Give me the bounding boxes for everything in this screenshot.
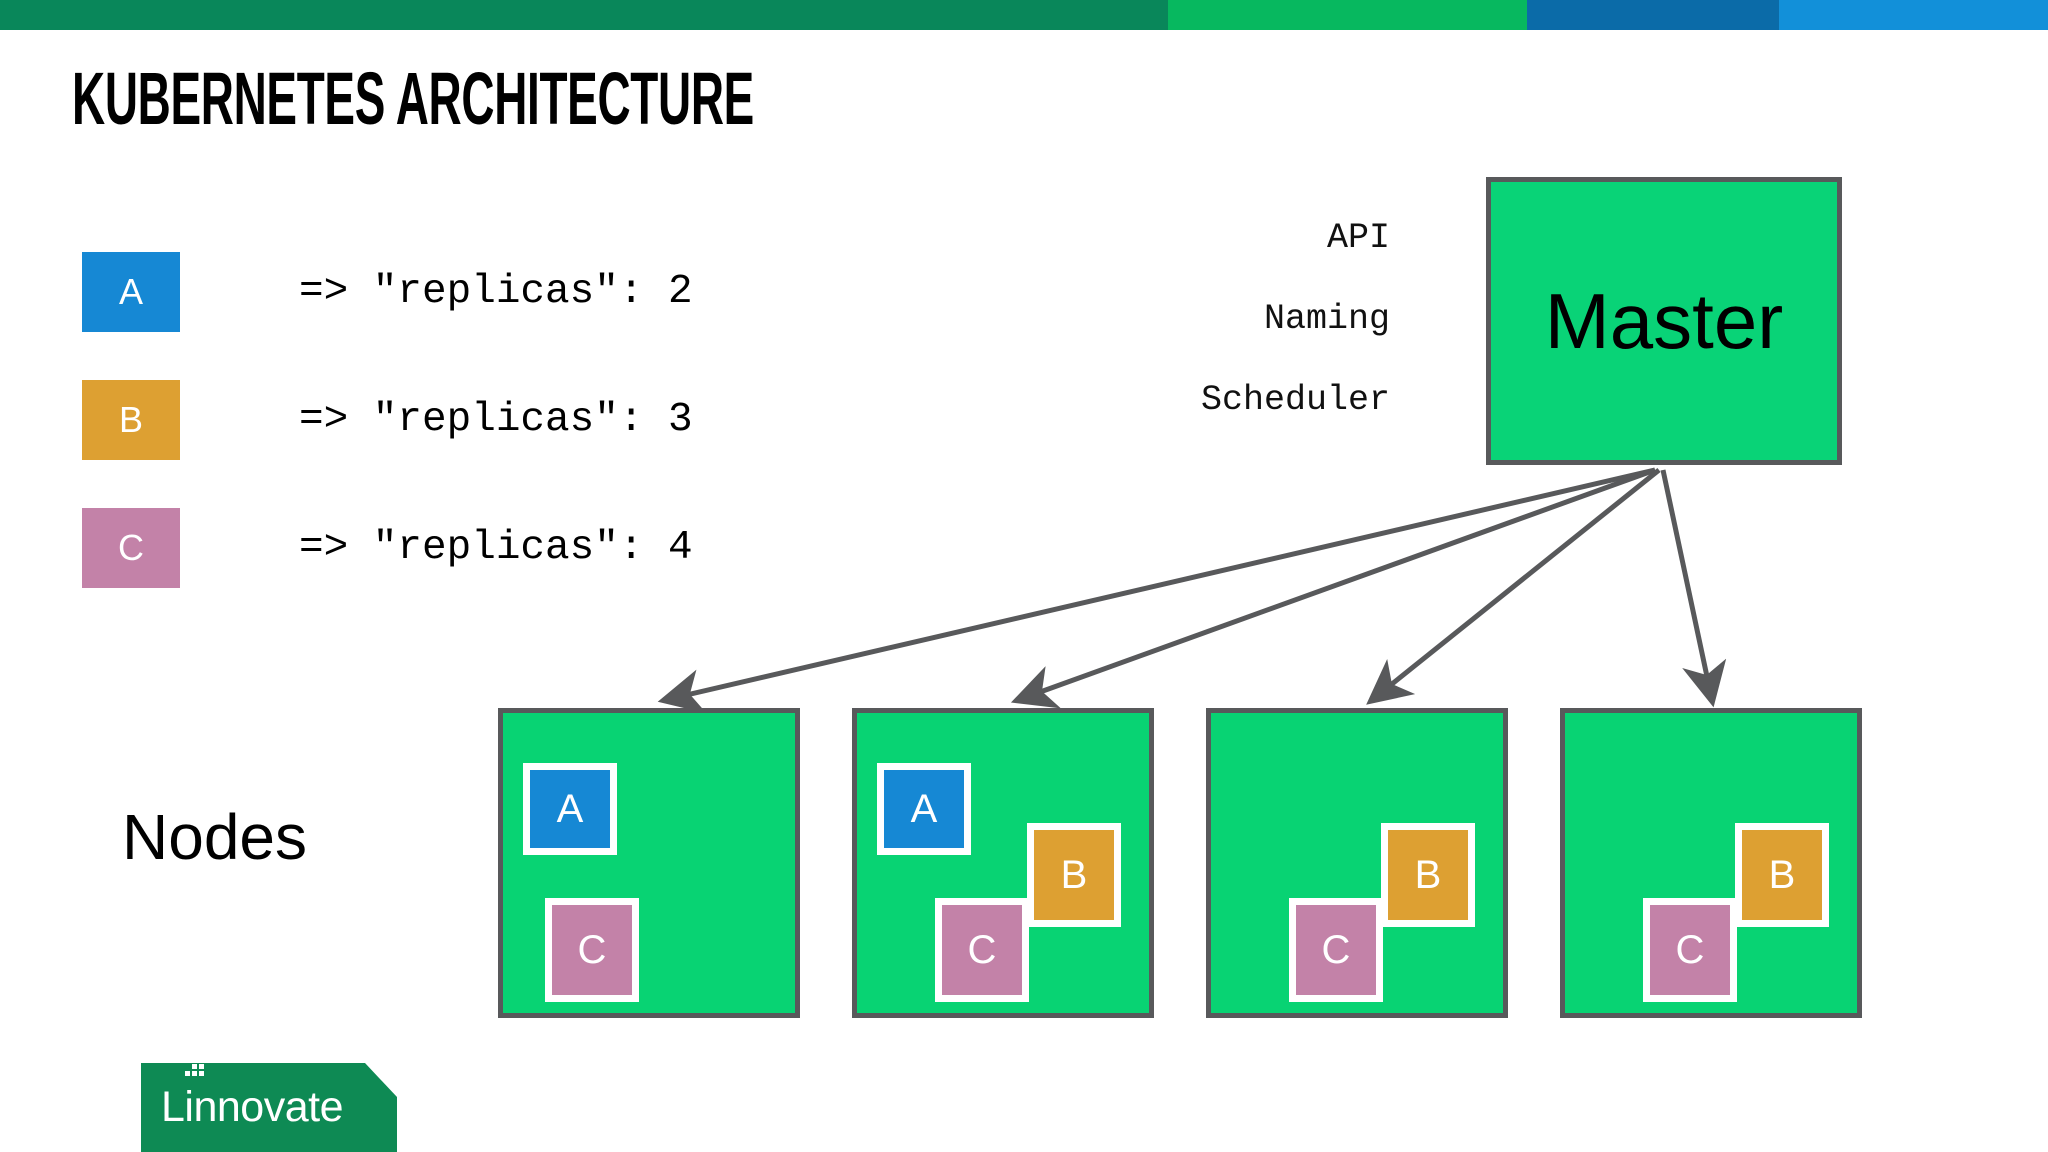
pod-c-node-3: C	[1289, 898, 1383, 1002]
legend-spec-b: => "replicas": 3	[299, 397, 693, 443]
pod-b-node-3: B	[1381, 823, 1475, 927]
legend-spec-c: => "replicas": 4	[299, 525, 693, 571]
pod-b-node-4: B	[1735, 823, 1829, 927]
master-component-scheduler: Scheduler	[1200, 380, 1390, 420]
legend-row-c: C => "replicas": 4	[82, 484, 693, 612]
topbar-segment-green	[1168, 0, 1527, 30]
node-box-2[interactable]: A B C	[852, 708, 1154, 1018]
topbar-segment-dark-blue	[1527, 0, 1779, 30]
page-title: KUBERNETES ARCHITECTURE	[72, 57, 754, 140]
arrow-to-node-2	[1010, 467, 1656, 709]
pod-a-node-1: A	[523, 763, 617, 855]
legend-chip-c: C	[82, 508, 180, 588]
legend-chip-a: A	[82, 252, 180, 332]
logo-dots-icon	[185, 1063, 211, 1077]
pod-a-node-2: A	[877, 763, 971, 855]
pod-b-node-2: B	[1027, 823, 1121, 927]
deployment-legend: A => "replicas": 2 B => "replicas": 3 C …	[82, 228, 693, 612]
topbar-segment-dark-green	[0, 0, 1168, 30]
node-row: A C A B C B C B C	[498, 708, 1862, 1018]
arrow-to-node-1	[657, 467, 1656, 714]
logo-text: Linnovate	[161, 1083, 344, 1131]
legend-row-b: B => "replicas": 3	[82, 356, 693, 484]
node-box-1[interactable]: A C	[498, 708, 800, 1018]
top-color-bar	[0, 0, 2048, 30]
master-label: Master	[1544, 277, 1784, 365]
pod-c-node-2: C	[935, 898, 1029, 1002]
legend-chip-b: B	[82, 380, 180, 460]
arrow-to-node-3	[1366, 468, 1661, 705]
arrow-to-node-4	[1660, 469, 1727, 708]
master-node-box: Master	[1486, 177, 1842, 465]
master-component-api: API	[1326, 218, 1390, 258]
node-box-3[interactable]: B C	[1206, 708, 1508, 1018]
pod-c-node-4: C	[1643, 898, 1737, 1002]
legend-spec-a: => "replicas": 2	[299, 269, 693, 315]
node-box-4[interactable]: B C	[1560, 708, 1862, 1018]
linnovate-logo[interactable]: Linnovate	[141, 1063, 397, 1152]
legend-row-a: A => "replicas": 2	[82, 228, 693, 356]
topbar-segment-light-blue	[1779, 0, 2048, 30]
master-component-naming: Naming	[1263, 299, 1390, 339]
nodes-section-label: Nodes	[122, 801, 307, 873]
master-component-list: API Naming Scheduler	[1000, 198, 1390, 441]
pod-c-node-1: C	[545, 898, 639, 1002]
